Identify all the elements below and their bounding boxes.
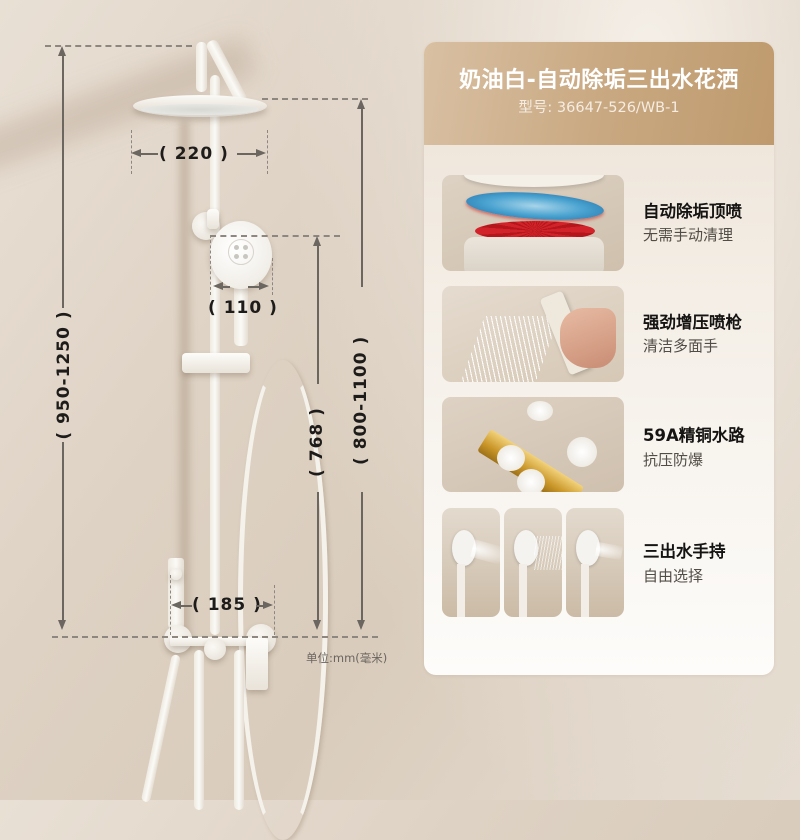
slide-bar-holder [182,353,250,373]
dim-guide-110-right [272,258,273,295]
feature-subtitle: 无需手动清理 [643,226,734,244]
dim-guide-hand-top [210,235,340,237]
nozzle-dot [243,245,248,250]
dim-line-total-bottom [62,442,64,622]
dim-guide-110-left [210,235,211,295]
feature-subtitle: 抗压防爆 [643,451,704,469]
nozzle-dot [234,254,239,259]
unit-label: 单位:mm(毫米) [306,651,388,665]
hand-spray-gun-image [442,286,624,382]
dim-guide-185-left [170,575,171,635]
dim-guide-rain-top [262,98,368,100]
dim-line-110-left [222,286,230,288]
hand-shower-handle [234,283,248,346]
mixer-lever [246,638,268,690]
nozzle-dot [234,245,239,250]
dim-line-110-right [248,286,260,288]
panel-header: 奶油白-自动除垢三出水花洒 型号: 36647-526/WB-1 [424,42,774,145]
feature-item: 自动除垢顶喷 无需手动清理 [442,175,762,271]
arrow-right-icon [259,282,269,290]
product-title: 奶油白-自动除垢三出水花洒 [459,68,739,93]
arrow-right-icon [256,149,266,157]
spray-mode-mist [566,508,624,617]
feature-item: 59A精铜水路 抗压防爆 [442,397,762,492]
dim-top-guide [45,45,192,47]
arrow-up-icon [58,46,66,56]
dim-line-220-right [237,153,257,155]
nozzle-dot [243,254,248,259]
feature-subtitle: 清洁多面手 [643,337,719,355]
spray-mode-jet [442,508,500,617]
feature-item: 强劲增压喷枪 清洁多面手 [442,286,762,382]
arrow-left-icon [131,149,141,157]
shower-arm [196,42,207,92]
feature-panel: 奶油白-自动除垢三出水花洒 型号: 36647-526/WB-1 自动除垢顶喷 … [424,42,774,675]
feature-title: 强劲增压喷枪 [643,313,742,332]
diverter-knob [204,638,226,660]
arrow-down-icon [58,620,66,630]
arrow-up-icon [357,99,365,109]
feature-title: 59A精铜水路 [643,426,745,445]
dim-rain-head-width: ( 220 ) [159,144,229,164]
descaling-filter-image [442,175,624,271]
dim-line-total-top [62,54,64,308]
arrow-left-icon [213,282,223,290]
dim-line-185-left [180,605,192,607]
arrow-left-icon [171,601,181,609]
nozzle-ring [228,239,254,265]
spray-gun-button [170,568,182,580]
dim-line-768-top [317,244,319,384]
feature-title: 三出水手持 [643,542,726,561]
arrow-right-icon [263,601,273,609]
hose-lower-3 [140,654,181,803]
shower-hose [238,360,328,840]
dim-total-height: ( 950-1250 ) [54,310,74,440]
arrow-down-icon [313,620,321,630]
dim-bar-spacing: ( 185 ) [192,595,262,615]
dim-line-rain-bottom [361,492,363,622]
dim-hand-shower-height: ( 768 ) [307,407,327,477]
dim-line-185-right [256,605,264,607]
model-number: 型号: 36647-526/WB-1 [518,100,680,116]
arrow-down-icon [357,620,365,630]
dim-hand-shower-width: ( 110 ) [208,298,278,318]
dim-guide-185-right [274,585,275,635]
hand-shower-head [210,221,272,289]
arrow-up-icon [313,236,321,246]
hose-lower-1 [194,650,204,810]
rain-shower-head [133,95,267,117]
rail-shadow [180,120,189,640]
dim-line-rain-top [361,107,363,287]
dim-rain-head-height: ( 800-1100 ) [351,335,371,465]
feature-title: 自动除垢顶喷 [643,202,742,221]
dim-line-220-left [140,153,158,155]
hose-lower-2 [234,650,244,810]
dim-line-768-bottom [317,492,319,622]
holder-clip [207,209,219,229]
feature-item: 三出水手持 自由选择 [442,508,762,617]
dim-guide-220-right [267,130,268,174]
dim-baseline [52,636,378,638]
brass-valve-image [442,397,624,492]
feature-subtitle: 自由选择 [643,567,704,585]
spray-mode-rain [504,508,562,617]
three-spray-modes-image [442,508,624,617]
